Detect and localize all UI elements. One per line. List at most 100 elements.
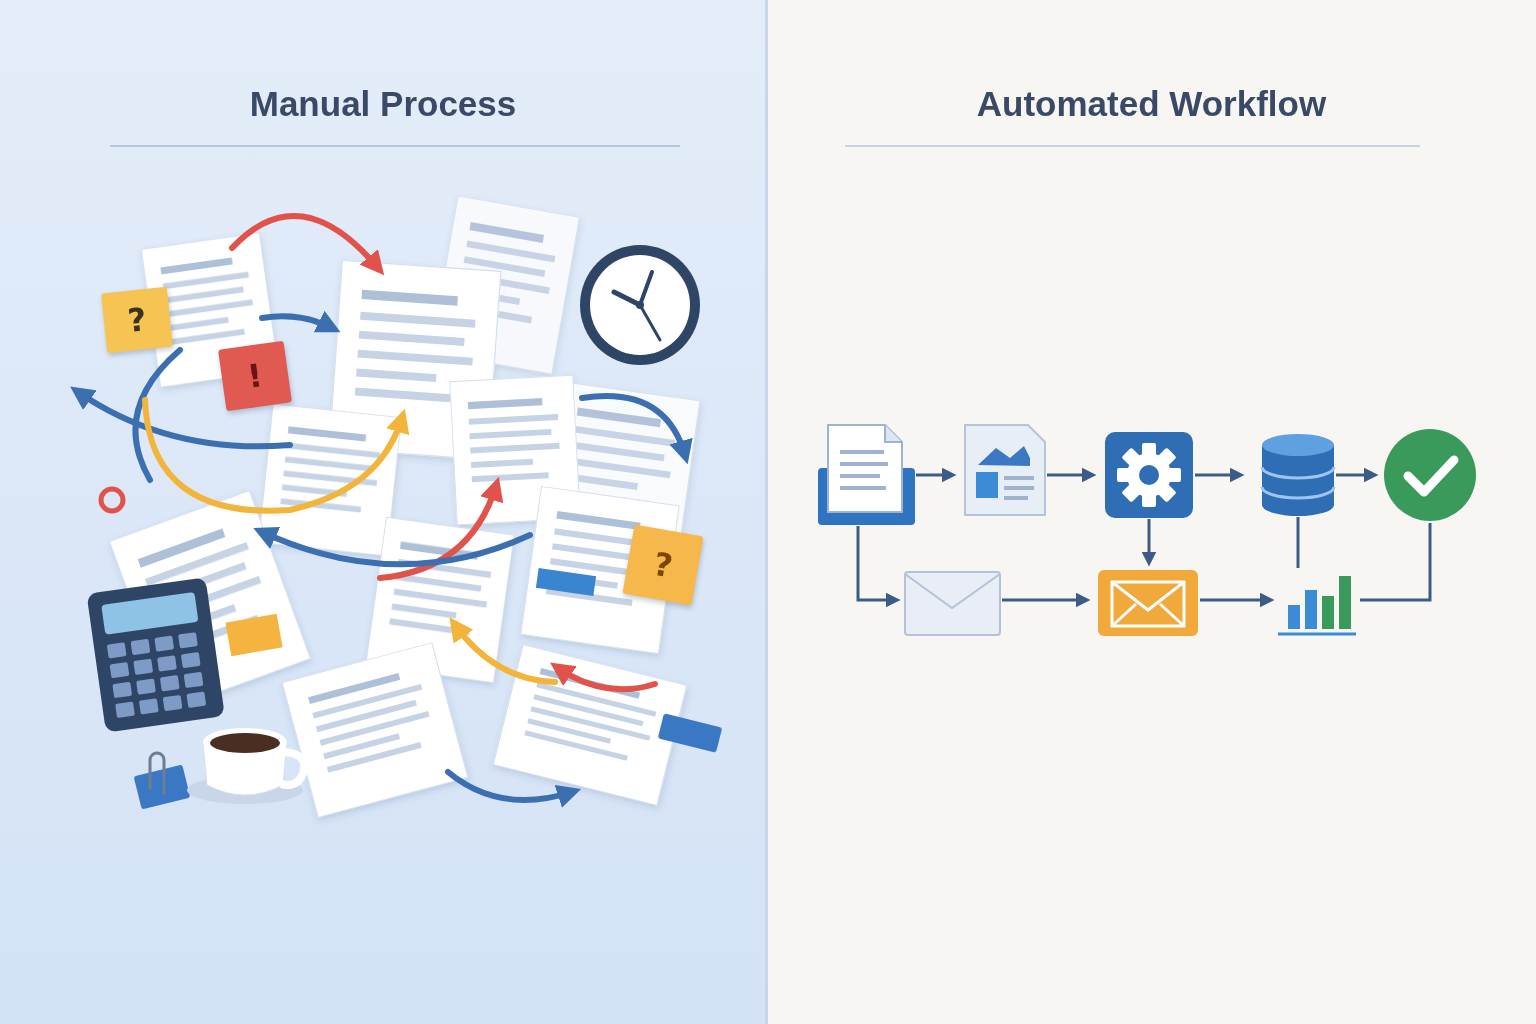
chaos-arrows-part xyxy=(262,532,530,564)
note-symbol: ? xyxy=(126,303,148,337)
scattered-papers-part xyxy=(520,486,680,654)
paper-details-part xyxy=(225,614,282,657)
workflow-arrows-part xyxy=(1200,599,1270,602)
calculator-key xyxy=(136,678,156,694)
calculator-key xyxy=(139,698,159,714)
scattered-papers-part xyxy=(493,644,688,805)
chaos-arrows-part xyxy=(145,400,402,511)
wall-clock-part xyxy=(614,292,640,305)
calculator-key xyxy=(178,632,198,648)
workflow-icons-part-part xyxy=(1262,487,1334,498)
workflow-icons-part xyxy=(1322,596,1334,629)
workflow-icons-part xyxy=(840,486,886,490)
workflow-icons-part xyxy=(1384,429,1476,521)
note-symbol: ! xyxy=(246,359,265,393)
question-note: ? xyxy=(622,524,703,605)
calculator-key xyxy=(163,695,183,711)
workflow-icons-part xyxy=(840,450,884,454)
calculator-key xyxy=(154,635,174,651)
coffee-cup-part xyxy=(203,728,287,756)
workflow-arrows-part xyxy=(916,474,952,477)
question-note: ? xyxy=(101,287,173,354)
workflow-icons-part xyxy=(1112,582,1184,626)
note-symbol: ? xyxy=(651,548,675,583)
panel-grounds-part xyxy=(110,145,680,147)
scattered-papers-part xyxy=(258,404,402,557)
calculator-key xyxy=(157,655,177,671)
calculator-key xyxy=(186,692,206,708)
workflow-icons-part xyxy=(965,425,1045,515)
workflow-icons-part xyxy=(905,574,1000,608)
calculator-key xyxy=(131,639,151,655)
chaos-arrows-part xyxy=(455,625,555,682)
coffee-cup xyxy=(187,728,304,804)
wall-clock-part xyxy=(590,255,690,355)
workflow-icons-part-part xyxy=(1121,447,1176,502)
workflow-icons-part xyxy=(978,446,1030,466)
calculator-key xyxy=(133,659,153,675)
workflow-icons-part-part xyxy=(1139,465,1159,485)
panel-grounds-part xyxy=(766,0,1536,1024)
paper-details-part xyxy=(134,764,191,809)
workflow-icons-part xyxy=(1305,590,1317,629)
workflow-icons-part xyxy=(1098,570,1198,636)
workflow-icons-part xyxy=(1112,582,1184,626)
calculator-key xyxy=(110,662,130,678)
wall-clock-part xyxy=(640,272,652,305)
wall-clock xyxy=(580,245,700,365)
workflow-icons-part xyxy=(840,474,880,478)
workflow-icons-part xyxy=(1117,443,1181,507)
panel-grounds-part xyxy=(0,0,766,1024)
workflow-icons xyxy=(818,425,1476,636)
paper-details xyxy=(134,568,723,809)
workflow-icons-part xyxy=(1278,633,1356,636)
workflow-arrows-part xyxy=(1195,474,1240,477)
calculator-part xyxy=(101,592,198,635)
scattered-papers xyxy=(109,195,701,817)
chaos-arrows-part xyxy=(262,316,332,328)
workflow-arrows-part xyxy=(1336,474,1374,477)
chaos-arrows-part xyxy=(448,772,572,800)
calculator-part xyxy=(87,577,225,732)
workflow-arrows xyxy=(858,475,1430,600)
workflow-icons-part-part xyxy=(1262,467,1334,478)
wall-clock-part xyxy=(636,301,644,309)
workflow-arrows-part xyxy=(1148,519,1151,562)
workflow-arrows-part xyxy=(1002,599,1086,602)
workflow-icons-part xyxy=(1288,605,1300,629)
paper-details-part xyxy=(536,568,596,596)
workflow-arrows-part xyxy=(1360,523,1430,600)
wall-clock-part xyxy=(640,305,660,340)
workflow-icons-part xyxy=(1105,432,1193,518)
chaos-arrows-part xyxy=(101,489,123,511)
workflow-arrows-part xyxy=(1297,517,1300,568)
workflow-arrows-part xyxy=(1047,474,1092,477)
calculator-key xyxy=(184,672,204,688)
chaos-arrows-part xyxy=(558,668,655,689)
panel-heading: Automated Workflow xyxy=(767,84,1536,124)
calculator-key xyxy=(181,652,201,668)
workflow-icons-part xyxy=(1004,486,1034,490)
workflow-arrows-part xyxy=(858,526,896,600)
coffee-cup-part xyxy=(210,733,280,753)
workflow-icons-part xyxy=(1339,576,1351,629)
workflow-icons-part-part xyxy=(1262,434,1334,456)
scattered-papers-part xyxy=(282,642,469,818)
coffee-cup-part xyxy=(281,752,304,785)
calculator-part xyxy=(107,632,206,718)
calculator-key xyxy=(112,682,132,698)
panel-grounds-part xyxy=(845,145,1420,147)
wall-clock-part xyxy=(580,245,700,365)
calculator xyxy=(87,577,225,732)
paper-details-part xyxy=(658,713,723,753)
workflow-icons-part xyxy=(828,425,902,512)
workflow-icons-part xyxy=(840,462,888,466)
calculator-key xyxy=(115,702,135,718)
workflow-icons-part xyxy=(976,472,998,498)
chaos-arrows-part xyxy=(232,216,378,268)
automated-panel: Automated Workflow xyxy=(767,0,1536,1024)
